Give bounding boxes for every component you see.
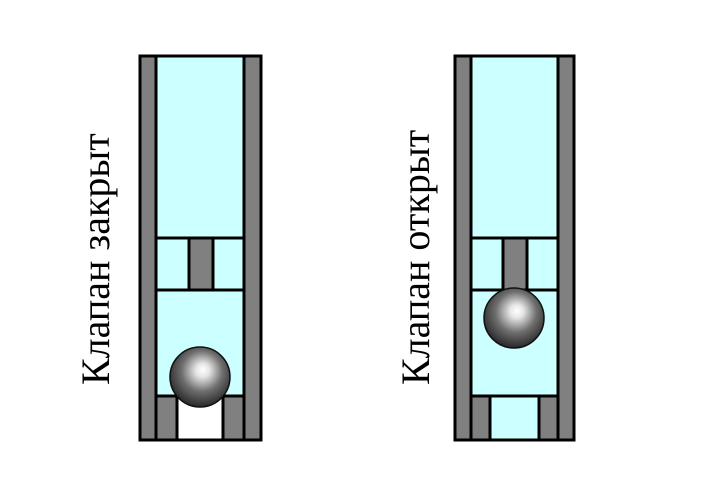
label-valve-open: Клапан открыт <box>393 129 438 385</box>
seat-left <box>469 394 492 442</box>
guide-stem <box>187 236 215 292</box>
outlet-port <box>488 394 541 442</box>
right-wall <box>242 54 263 442</box>
label-valve-closed: Клапан закрыт <box>73 133 118 385</box>
seat-left <box>154 394 179 442</box>
seat-right <box>537 394 560 442</box>
valve-open <box>453 54 576 442</box>
ball-open <box>483 287 545 349</box>
right-wall <box>556 54 576 442</box>
ball-closed <box>169 346 231 408</box>
left-wall <box>453 54 473 442</box>
upper-chamber <box>154 54 246 240</box>
seat-right <box>221 394 246 442</box>
guide-stem <box>501 236 529 292</box>
upper-chamber <box>469 54 560 240</box>
left-wall <box>138 54 158 442</box>
